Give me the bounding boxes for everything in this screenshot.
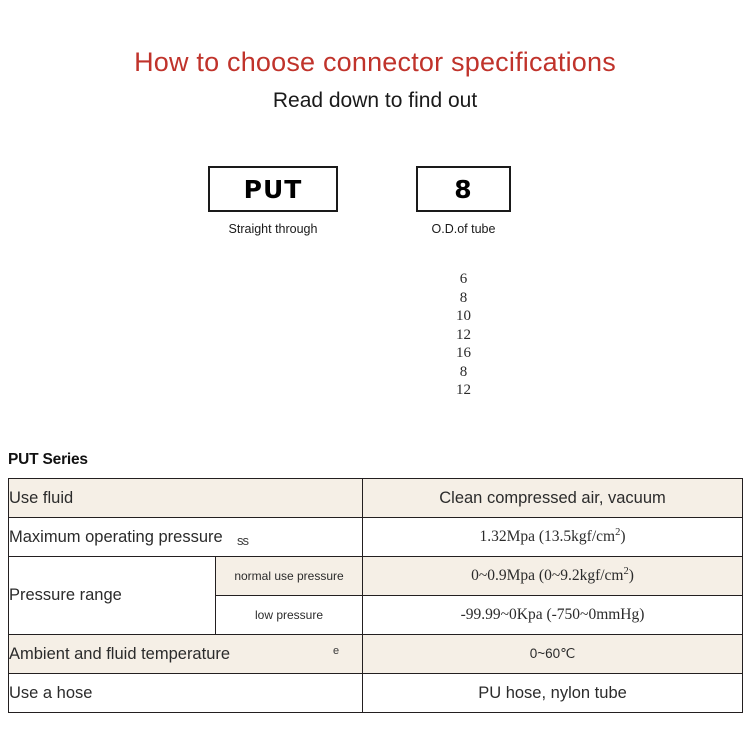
table-row: low pressure -99.99~0Kpa (-750~0mmHg) [9, 595, 744, 635]
row-sublabel-normal-use-pressure: normal use pressure [214, 556, 364, 596]
table-row: Maximum operating pressure 1.32Mpa (13.5… [7, 517, 744, 557]
series-code-box: PUT [208, 166, 338, 212]
tube-od-code-box: 8 [416, 166, 511, 212]
row-label-max-operating-pressure: Maximum operating pressure [7, 517, 364, 557]
tube-size-option[interactable]: 10 [456, 308, 471, 324]
tube-od-code-value: 8 [454, 174, 473, 204]
value-main: 1.32Mpa (13.5kgf/cm [479, 528, 616, 546]
tube-size-option[interactable]: 12 [456, 326, 471, 343]
tube-size-option[interactable]: 16 [456, 345, 471, 361]
tube-size-option[interactable]: 12 [456, 382, 471, 398]
page-title: How to choose connector specifications [134, 47, 616, 77]
row-sublabel-low-pressure: low pressure [214, 595, 364, 635]
part-number-selector: PUT Straight through 8 O.D.of tube 6 8 10 1… [0, 0, 750, 398]
series-code-caption: Straight through [228, 222, 318, 236]
row-value-normal-use-pressure: 0~0.9Mpa (0~9.2kgf/cm2) [362, 556, 744, 596]
row-label-pressure-range: Pressure range [8, 556, 216, 635]
value-superscript: 2 [615, 527, 621, 539]
value-superscript: 2 [623, 566, 629, 578]
row-value-use-a-hose: PU hose, nylon tube [362, 673, 744, 713]
row-label-use-fluid: Use fluid [7, 478, 364, 518]
row-label-use-a-hose: Use a hose [7, 673, 364, 713]
table-row: Pressure range normal use pressure 0~0.9… [8, 556, 744, 635]
tube-size-option[interactable]: 8 [459, 363, 468, 380]
value-tail: ) [628, 567, 634, 585]
specification-table: Use fluid Clean compressed air, vacuum M… [7, 478, 744, 713]
table-row: Use fluid Clean compressed air, vacuum [7, 478, 744, 518]
table-row: Use a hose PU hose, nylon tube [7, 673, 744, 713]
table-row: Ambient and fluid temperature 0~60℃ [7, 634, 744, 674]
row-value-low-pressure: -99.99~0Kpa (-750~0mmHg) [362, 595, 744, 635]
tube-size-option[interactable]: 8 [459, 289, 468, 306]
spec-table-heading: PUT Series [8, 451, 88, 468]
value-tail: ) [620, 528, 626, 546]
row-value-max-operating-pressure: 1.32Mpa (13.5kgf/cm2) [362, 517, 744, 557]
row-value-use-fluid: Clean compressed air, vacuum [362, 478, 744, 518]
page-subtitle: Read down to find out [272, 89, 478, 112]
row-value-ambient-fluid-temperature: 0~60℃ [362, 634, 744, 674]
row-label-ambient-fluid-temperature: Ambient and fluid temperature [7, 634, 364, 674]
value-main: 0~0.9Mpa (0~9.2kgf/cm [471, 567, 624, 585]
value-main: -99.99~0Kpa (-750~0mmHg) [460, 606, 645, 624]
tube-size-option[interactable]: 6 [459, 271, 468, 287]
tube-od-code-caption: O.D.of tube [431, 222, 496, 236]
tube-size-option-list: 6 8 10 12 16 8 12 [416, 270, 511, 400]
series-code-value: PUT [243, 174, 303, 204]
